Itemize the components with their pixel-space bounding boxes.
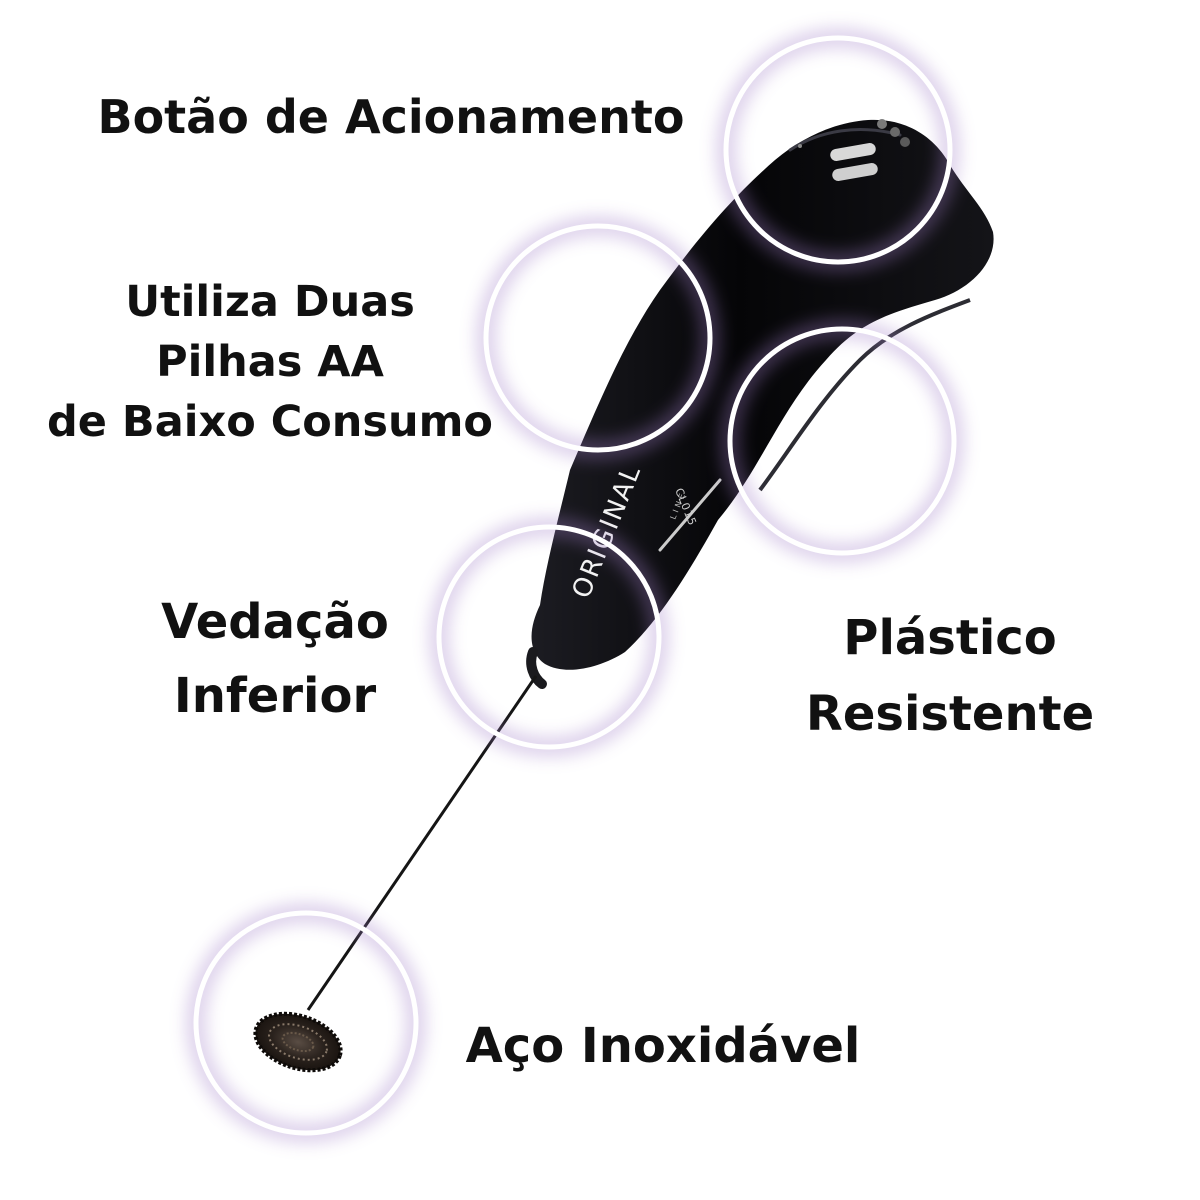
whisk-head bbox=[253, 1011, 343, 1073]
label-botao-acionamento: Botão de Acionamento bbox=[86, 94, 696, 140]
label-plastico: Plástico Resistente bbox=[790, 600, 1110, 752]
label-line: Inferior bbox=[173, 668, 377, 724]
highlight-circle-button bbox=[718, 30, 958, 270]
label-line: Pilhas AA bbox=[156, 337, 384, 387]
label-line: de Baixo Consumo bbox=[47, 397, 493, 447]
label-aco-inoxidavel: Aço Inoxidável bbox=[448, 1022, 878, 1070]
label-pilhas: Utiliza Duas Pilhas AA de Baixo Consumo bbox=[40, 272, 500, 452]
label-line: Botão de Acionamento bbox=[97, 90, 685, 144]
highlight-circle-batteries bbox=[478, 218, 718, 458]
label-line: Aço Inoxidável bbox=[465, 1018, 861, 1074]
highlight-circle-plastic bbox=[722, 321, 962, 561]
highlight-circles bbox=[188, 30, 962, 1141]
highlight-circle-steel bbox=[188, 905, 424, 1141]
label-line: Vedação bbox=[161, 594, 389, 650]
switch-icon bbox=[798, 119, 910, 181]
highlight-circle-seal bbox=[431, 519, 667, 755]
label-vedacao: Vedação Inferior bbox=[140, 585, 410, 733]
label-line: Resistente bbox=[805, 686, 1095, 742]
label-line: Utiliza Duas bbox=[125, 277, 415, 327]
label-line: Plástico bbox=[843, 610, 1057, 666]
